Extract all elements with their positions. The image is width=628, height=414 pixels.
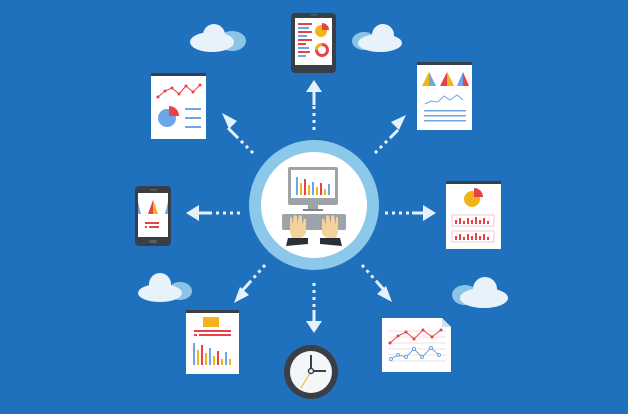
arrow-down-icon	[306, 283, 322, 333]
arrow-up-left-icon	[222, 113, 255, 155]
arrows	[186, 80, 436, 333]
clock-icon	[284, 345, 338, 399]
line-chart-sheet-icon	[382, 318, 451, 372]
hands-icon	[286, 215, 342, 246]
cloud-icon	[352, 24, 402, 52]
cloud-icon	[452, 277, 508, 308]
mobile-report-icon	[135, 186, 171, 246]
line-pie-report-icon	[151, 73, 206, 139]
pie-bars-report-icon	[446, 181, 501, 249]
arrow-down-right-icon	[360, 264, 392, 302]
cloud-icon	[190, 24, 246, 52]
arrow-right-icon	[385, 205, 436, 221]
arrow-down-left-icon	[234, 264, 267, 303]
tablet-report-icon	[291, 13, 336, 73]
arrow-left-icon	[186, 205, 240, 221]
arrow-up-icon	[306, 80, 322, 130]
bar-chart-report-icon	[186, 310, 239, 374]
arrow-up-right-icon	[373, 115, 406, 155]
workstation-hub	[249, 140, 379, 270]
monitor-icon	[288, 167, 338, 211]
cloud-icon	[138, 273, 192, 302]
triangle-chart-report-icon	[417, 62, 472, 130]
